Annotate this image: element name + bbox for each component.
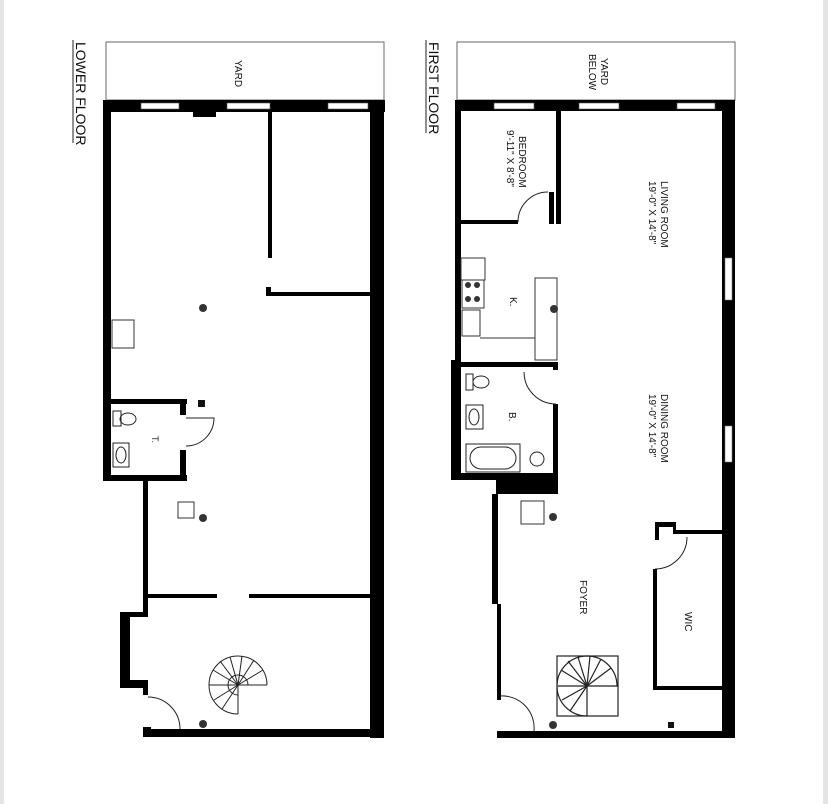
foyer-label: FOYER <box>577 580 588 614</box>
lower-floor-title: LOWER FLOOR <box>73 42 89 145</box>
toilet-label: T. <box>150 436 160 443</box>
document-page: LOWER FLOOR YARD T. <box>4 0 823 804</box>
dining-room-size: 19'-0" X 14'-8" <box>646 394 657 458</box>
lower-yard-area <box>105 41 385 101</box>
lower-floor-plan: LOWER FLOOR YARD T. <box>72 40 385 738</box>
bedroom-label: BEDROOM <box>516 136 527 188</box>
viewer-left-edge <box>0 0 4 804</box>
kitchen-label: K. <box>507 297 518 306</box>
first-floor-plan: FIRST FLOOR YARD BELOW BEDROOM 9'-11" X … <box>425 40 736 738</box>
dining-room-label: DINING ROOM <box>658 394 669 463</box>
living-room-size: 19'-0" X 14'-8" <box>646 181 657 245</box>
viewer-right-edge <box>823 0 828 804</box>
yard-below-label-1: YARD <box>598 58 609 85</box>
bath-label: B. <box>506 412 517 421</box>
first-floor-title: FIRST FLOOR <box>426 42 442 134</box>
lower-yard-label: YARD <box>232 60 243 87</box>
living-room-label: LIVING ROOM <box>658 181 669 248</box>
closet-label: WIC <box>682 612 693 631</box>
yard-below-label-2: BELOW <box>586 54 597 91</box>
bedroom-size: 9'-11" X 8'-8" <box>504 130 515 187</box>
